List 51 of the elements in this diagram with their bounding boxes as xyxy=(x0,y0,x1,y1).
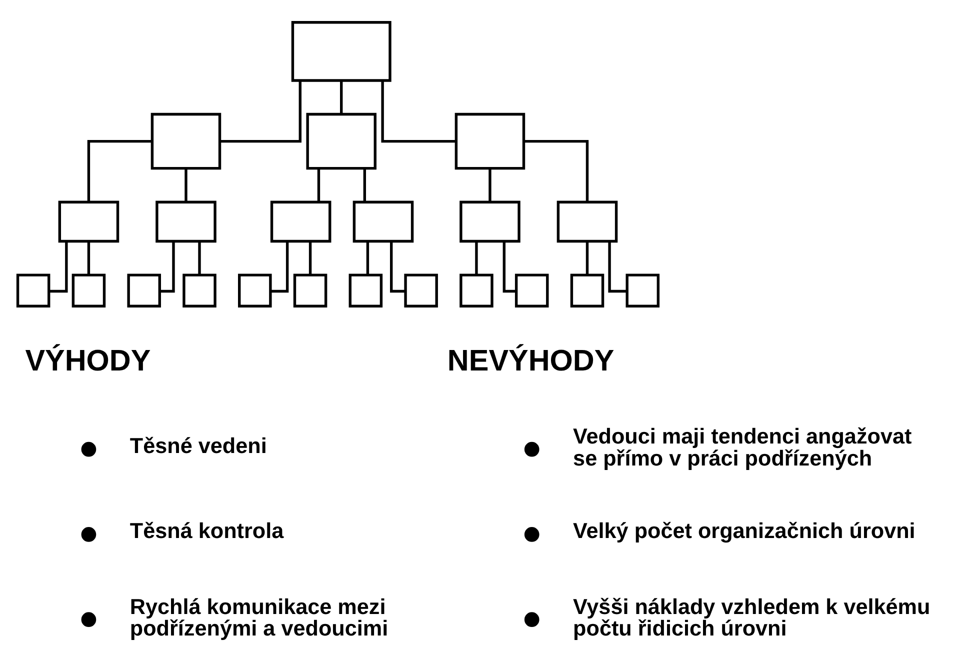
node-box xyxy=(182,273,216,307)
node-box xyxy=(126,273,160,307)
node-box xyxy=(348,273,382,307)
node-box xyxy=(459,200,520,242)
node-box xyxy=(306,112,376,170)
node-box xyxy=(58,200,119,242)
node-box xyxy=(454,112,525,170)
connector xyxy=(362,168,366,202)
node-box xyxy=(71,273,106,307)
connector xyxy=(340,80,342,114)
connector xyxy=(270,240,288,292)
node-box xyxy=(150,112,221,170)
node-box xyxy=(155,200,216,242)
label: Rychlá komunikace mezi podřízenými a vedoucimi xyxy=(129,593,388,640)
connector xyxy=(488,168,491,202)
node-box xyxy=(270,200,331,242)
node-box xyxy=(290,20,391,82)
connector xyxy=(159,240,174,292)
connector xyxy=(220,80,301,142)
node-box xyxy=(570,273,604,307)
node-box xyxy=(292,273,327,307)
node-box xyxy=(459,273,493,307)
node-box xyxy=(556,200,618,242)
connector xyxy=(524,139,588,202)
connector xyxy=(86,241,90,274)
connector xyxy=(608,240,626,292)
connector xyxy=(390,240,405,292)
node-box xyxy=(514,273,548,307)
label: Vedouci maji tendenci angažovat se přímo v práci podřízených xyxy=(572,423,912,470)
connector xyxy=(48,240,68,292)
label: Velký počet organizačnich úrovni xyxy=(572,518,915,543)
connector xyxy=(316,168,320,202)
node-box xyxy=(238,273,272,307)
label: VÝHODY xyxy=(24,344,150,377)
connector xyxy=(474,241,478,274)
connector xyxy=(86,139,152,202)
label: Vyšši náklady vzhledem k velkému počtu řidicich úrovni xyxy=(572,593,930,640)
label: NEVÝHODY xyxy=(446,344,614,377)
connector xyxy=(366,241,369,274)
connector xyxy=(380,80,456,142)
connector xyxy=(585,241,588,274)
node-box xyxy=(16,273,50,307)
label: Těsná kontrola xyxy=(129,518,284,543)
node-box xyxy=(352,200,414,242)
connector xyxy=(502,240,516,292)
connector xyxy=(198,241,200,274)
connector xyxy=(308,241,312,274)
node-box xyxy=(404,273,438,307)
connector xyxy=(184,168,187,202)
label: Těsné vedeni xyxy=(129,432,266,458)
node-box xyxy=(625,273,660,307)
